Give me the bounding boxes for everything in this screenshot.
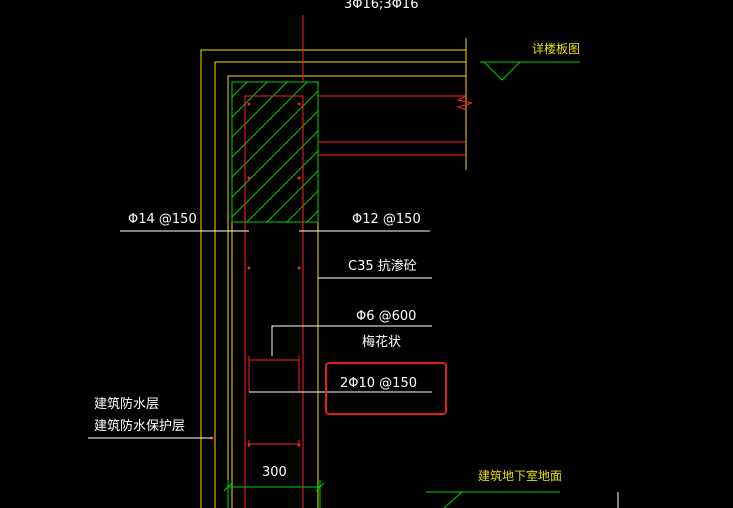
elevation-markers [426, 61, 580, 508]
leader-lines [88, 230, 619, 508]
floor-slab-label: 详楼板图 [532, 42, 581, 56]
rebar-lines [244, 15, 473, 508]
right-rebar-label: Φ12 @150 [352, 212, 421, 227]
vertical-rebar-cage [244, 95, 304, 508]
wall-width-label: 300 [262, 465, 287, 480]
left-rebar-label: Φ14 @150 [128, 212, 197, 227]
tie-pattern-label: 梅花状 [362, 335, 402, 350]
break-symbol [456, 95, 473, 111]
bottom-hook [248, 440, 300, 445]
highlight-rebar-label: 2Φ10 @150 [340, 376, 417, 391]
waterproof-line [214, 61, 466, 508]
concrete-label: C35 抗渗砼 [348, 259, 417, 274]
wall-face-outer [227, 75, 466, 508]
rebar-dots [210, 102, 301, 447]
waterproof-layer-label: 建筑防水层 [94, 397, 160, 412]
crown-beam-hatch [231, 81, 319, 223]
top-rebar-label: 3Φ16;3Φ16 [344, 0, 419, 12]
floor-elevation-marker [426, 491, 464, 508]
waterproof-protect-label: 建筑防水保护层 [94, 419, 186, 434]
tie-leader [271, 325, 432, 356]
slab-elevation-marker [482, 61, 522, 81]
tie-hook [248, 356, 300, 361]
highlight-box [325, 362, 447, 415]
outer-protection-line [200, 49, 466, 508]
basement-floor-label: 建筑地下室地面 [478, 469, 563, 483]
tie-rebar-label: Φ6 @600 [356, 309, 417, 324]
width-dimension [223, 480, 325, 508]
